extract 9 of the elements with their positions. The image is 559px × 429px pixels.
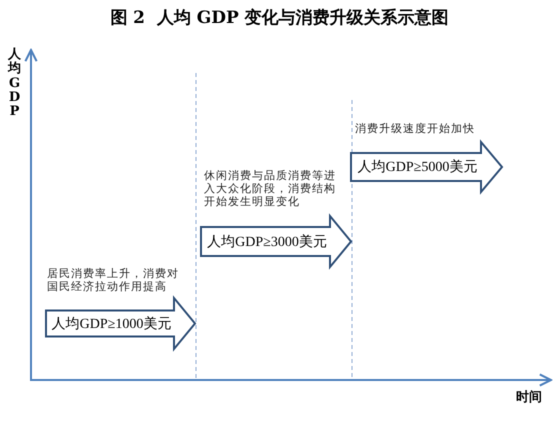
stage-description: 休闲消费与品质消费等进入大众化阶段，消费结构开始发生明显变化 <box>204 169 337 208</box>
stage-description: 消费升级速度开始加快 <box>355 122 476 135</box>
threshold-label: 人均GDP≥1000美元 <box>50 315 172 334</box>
title: 图 2 人均 GDP 变化与消费升级关系示意图 <box>109 7 450 29</box>
threshold-label: 人均GDP≥5000美元 <box>356 158 478 177</box>
stage-description: 居民消费率上升，消费对国民经济拉动作用提高 <box>47 267 180 293</box>
x-axis-label: 时间 <box>516 389 542 406</box>
threshold-label: 人均GDP≥3000美元 <box>206 233 328 252</box>
y-axis-label: 人均GDP <box>8 48 21 120</box>
